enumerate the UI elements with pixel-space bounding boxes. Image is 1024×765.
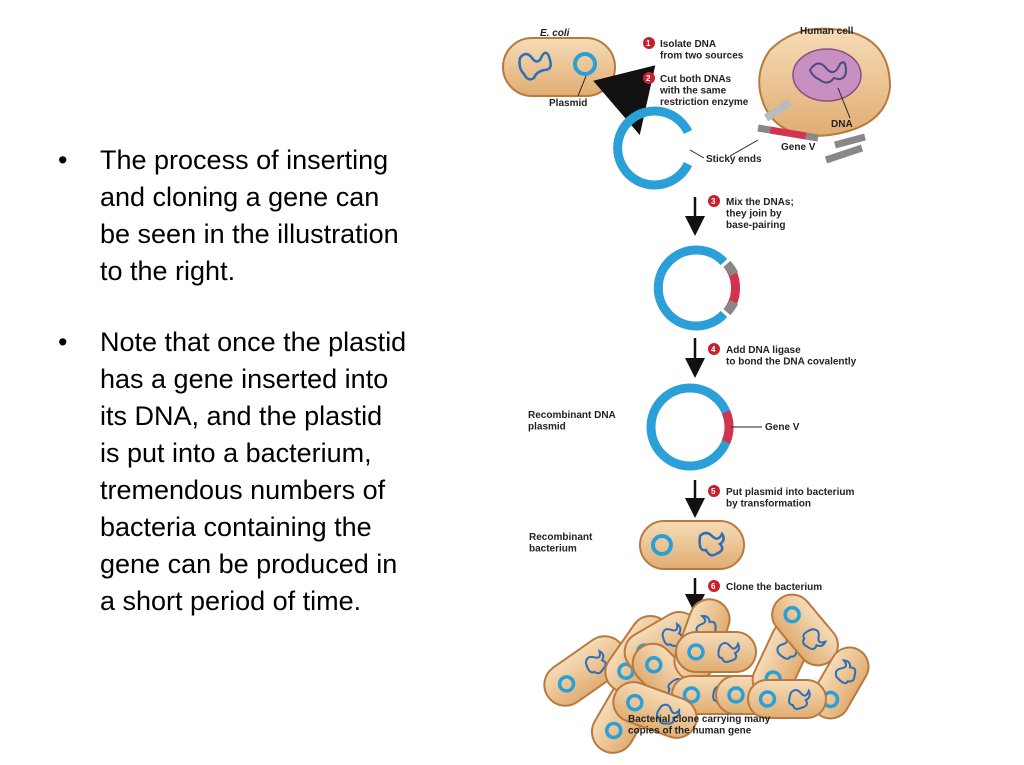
cloned-bacterium	[771, 593, 839, 667]
bullet-item: The process of inserting and cloning a g…	[58, 142, 498, 290]
svg-text:6: 6	[711, 582, 716, 591]
plasmid-small	[573, 52, 597, 76]
plasmid-label: Plasmid	[549, 98, 587, 109]
svg-text:1: 1	[646, 39, 651, 48]
dna-label: DNA	[831, 119, 853, 130]
bullet-item: Note that once the plastid has a gene in…	[58, 324, 498, 620]
sticky-ends-label: Sticky ends	[706, 154, 762, 165]
bullet-text: The process of inserting and cloning a g…	[100, 145, 399, 286]
gene-v-label: Gene V	[765, 422, 800, 433]
source-arrow-right	[763, 98, 793, 122]
recombinant-bacterium	[639, 520, 745, 570]
human-cell	[758, 27, 892, 137]
source-arrow-left	[593, 65, 656, 136]
bullet-list: The process of inserting and cloning a g…	[58, 142, 498, 654]
cloned-bacterium	[612, 681, 698, 739]
dna-fragments	[757, 124, 866, 164]
recombinant-plasmid	[646, 383, 734, 471]
mixed-plasmid	[653, 245, 728, 331]
bacterial-clone	[543, 593, 870, 754]
svg-text:2: 2	[646, 74, 651, 83]
ecoli-cell	[502, 37, 616, 97]
svg-text:3: 3	[711, 197, 716, 206]
svg-text:5: 5	[711, 487, 716, 496]
ecoli-label: E. coli	[540, 28, 570, 39]
human-cell-label: Human cell	[800, 26, 854, 37]
bacterial-chromosome	[518, 51, 552, 81]
gene-v-label-top: Gene V	[781, 142, 816, 153]
step-6-text: Clone the bacterium	[726, 582, 822, 593]
step-6: 6 Clone the bacterium	[708, 580, 822, 593]
cut-plasmid	[613, 106, 693, 190]
nucleus	[792, 48, 862, 102]
cloned-bacterium	[747, 679, 827, 719]
svg-text:4: 4	[711, 345, 716, 354]
bullet-text: Note that once the plastid has a gene in…	[100, 327, 407, 616]
cloned-bacterium	[675, 631, 757, 673]
